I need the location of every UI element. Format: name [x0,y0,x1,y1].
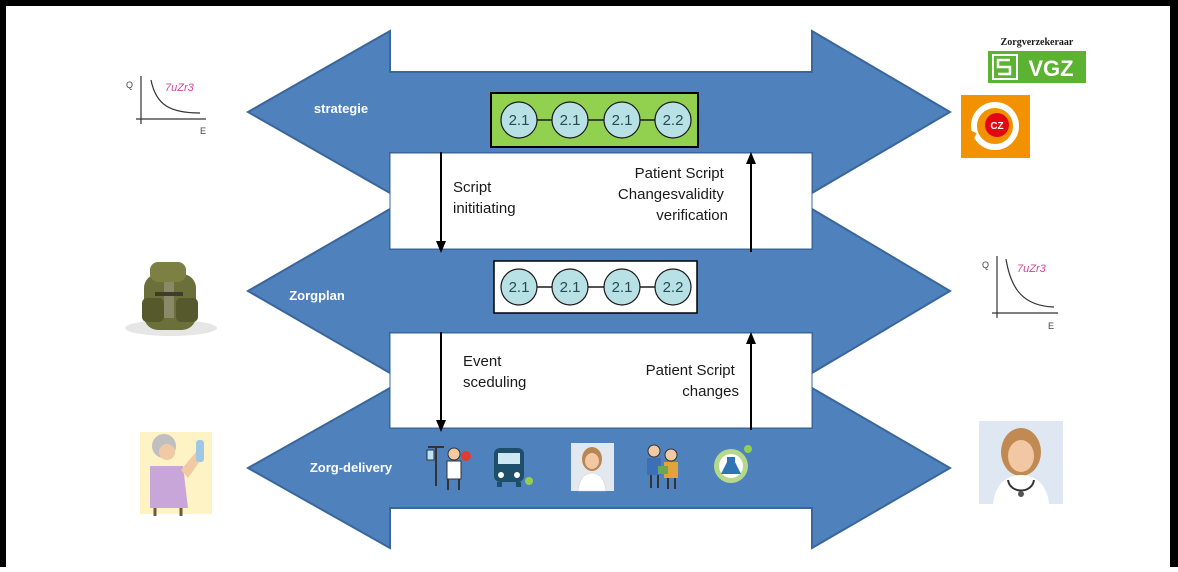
flow-label-script-changes: Patient Script changes [646,362,739,400]
chain-node [603,268,641,306]
cz-ring-gap [965,130,977,145]
flow-arrow-down-1 [436,152,446,253]
flow-arrow-down-2 [436,332,446,432]
chain-node-label: 2.1 [509,112,530,129]
graph-icon: Q E 7uZr3 [982,256,1058,331]
cz-ring [971,102,1019,150]
vgz-emblem-mark [996,58,1012,76]
flask-icon [714,445,752,483]
cz-inner [985,113,1009,137]
level-label-strategie: strategie [314,101,368,116]
graph-y-label: Q [982,260,989,270]
band-zorgplan-delivery [389,332,813,429]
cz-logo: CZ [961,95,1030,158]
flow-label-script-initiating: Script inititiating [453,179,516,217]
flow-label-event-scheduling: Event sceduling [463,353,526,391]
graph-y-label: Q [126,80,133,90]
flow-arrow-up-1 [746,152,756,252]
chain-node [654,101,692,139]
level-label-zorgplan: Zorgplan [289,288,345,303]
chain-node [551,268,589,306]
nurse-photo [571,443,614,492]
graph-x-label: E [200,126,206,136]
backpack-icon [125,262,217,336]
chain-node [500,101,538,139]
chain-node [500,268,538,306]
graph-curve-label: 7uZr3 [165,82,195,94]
chain-node-label: 2.1 [509,279,530,296]
chain-node-label: 2.1 [560,112,581,129]
iv-stand-icon [426,446,471,490]
elderly-woman-icon [140,432,212,516]
graph-curve-label: 7uZr3 [1017,263,1047,275]
people-icon [647,444,678,489]
band-strategie-zorgplan [389,152,813,250]
doctor-photo [979,421,1063,504]
chain-node [551,101,589,139]
frame-top [0,0,1178,6]
chain-node [654,268,692,306]
vgz-big-label: VGZ [1028,56,1073,81]
graph-x-label: E [1048,321,1054,331]
chain-node-label: 2.2 [663,279,684,296]
frame-right [1170,0,1178,567]
chain-node-label: 2.1 [560,279,581,296]
chain-node [603,101,641,139]
node-chain-strategie: 2.1 2.1 2.1 2.2 [490,92,699,148]
chain-node-label: 2.2 [663,112,684,129]
bus-icon [494,448,533,487]
vgz-small-label: Zorgverzekeraar [1001,37,1074,48]
flow-arrow-up-2 [746,332,756,430]
vgz-logo: Zorgverzekeraar VGZ [988,37,1086,83]
graph-icon: Q E 7uZr3 [126,76,206,136]
flow-label-validity-verification: Patient Script Changesvalidity verificat… [618,165,728,224]
node-chain-zorgplan: 2.1 2.1 2.1 2.2 [493,260,698,314]
level-label-zorg-delivery: Zorg-delivery [310,460,393,475]
chain-node-label: 2.1 [612,279,633,296]
chain-node-label: 2.1 [612,112,633,129]
vgz-emblem [992,54,1018,80]
frame-left [0,0,6,567]
cz-label: CZ [990,121,1003,132]
